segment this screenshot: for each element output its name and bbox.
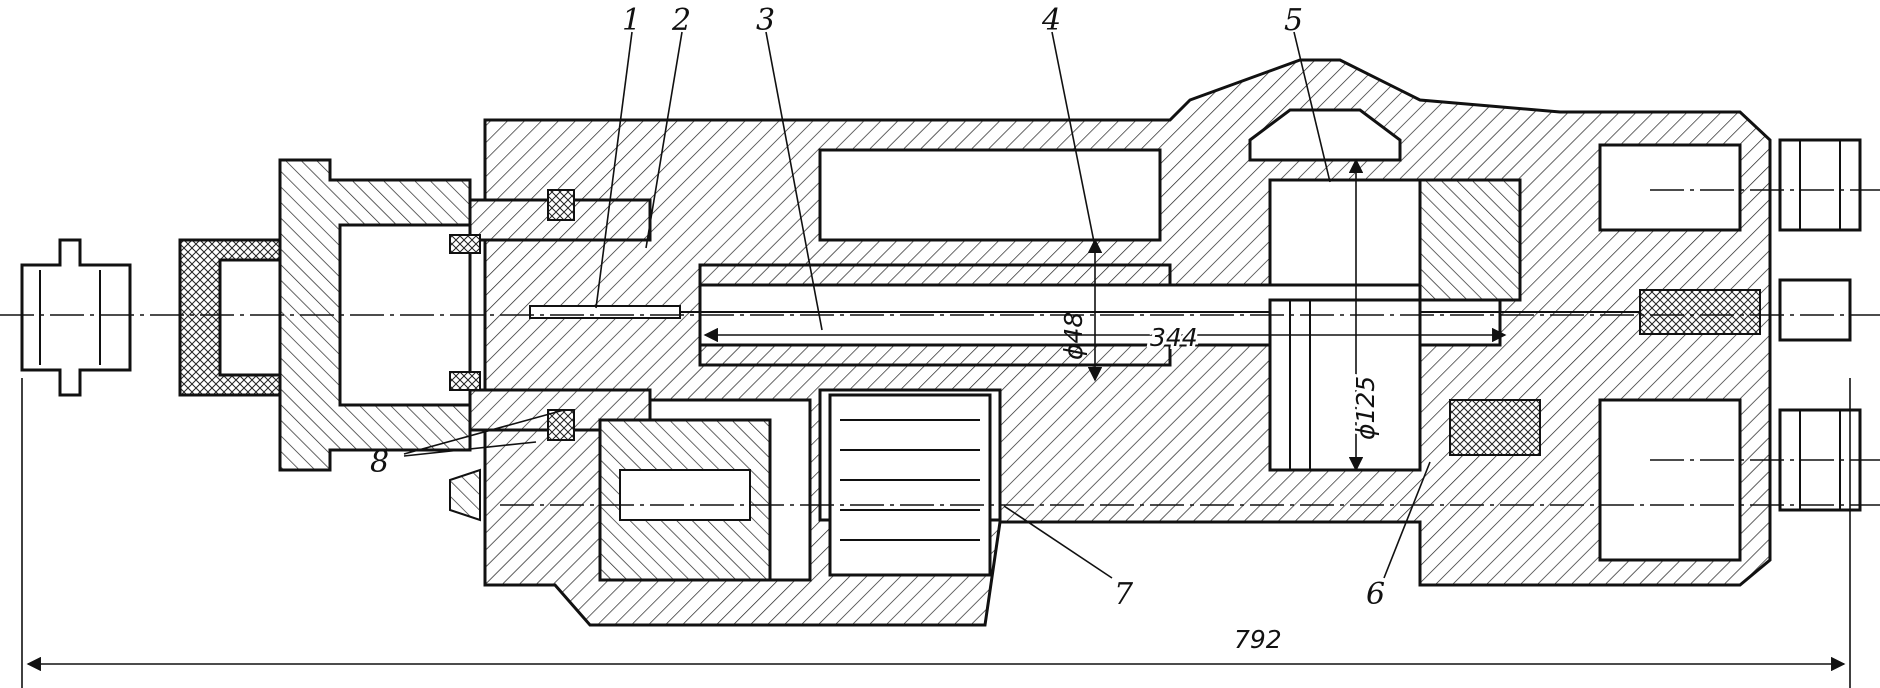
callout-5: 5 — [1284, 3, 1303, 38]
callout-7: 7 — [1114, 577, 1134, 612]
gear-train — [449, 393, 992, 582]
center-lines — [0, 189, 1880, 506]
callout-2: 2 — [671, 3, 691, 38]
callout-4: 4 — [1041, 3, 1061, 38]
dimension-overall-length: 792 — [1234, 625, 1282, 654]
callout-6: 6 — [1366, 577, 1385, 612]
leader-lines — [403, 31, 1431, 579]
dimension-cylinder-diameter: ϕ125 — [1351, 376, 1380, 440]
callout-3: 3 — [756, 3, 775, 38]
dimension-inner-length: 344 — [1150, 323, 1198, 352]
dimension-lines — [21, 158, 1851, 688]
callout-8: 8 — [370, 445, 389, 480]
piston — [1268, 178, 1541, 472]
callout-1: 1 — [622, 3, 641, 38]
dimension-spindle-diameter: ϕ48 — [1059, 312, 1088, 360]
